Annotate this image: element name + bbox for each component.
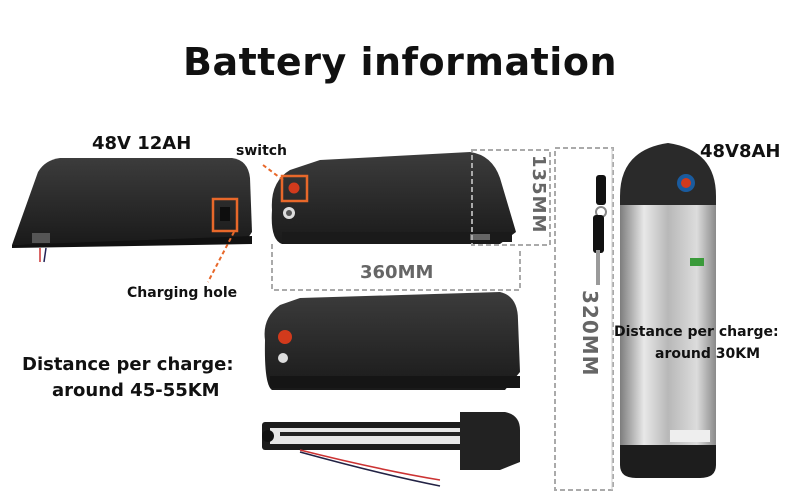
- battery-12ah-side-view: [12, 158, 252, 263]
- switch-pointer: [262, 164, 284, 181]
- switch-button: [288, 182, 300, 194]
- battery-mounting-cradle: [262, 412, 520, 487]
- charging-hole-label: Charging hole: [127, 285, 238, 301]
- charging-port: [220, 207, 230, 221]
- height-dimension-box: [471, 149, 551, 246]
- battery-8ah-bottle: [620, 143, 716, 478]
- battery-8ah-model: 48V8AH: [700, 141, 781, 162]
- distance-12ah-line1: Distance per charge:: [22, 354, 234, 375]
- charging-hole-highlight: [211, 197, 239, 233]
- height-dimension-label: 135MM: [528, 155, 549, 234]
- battery-12ah-front-view: [264, 292, 520, 390]
- charging-hole-pointer: [207, 231, 235, 283]
- battery-12ah-model: 48V 12AH: [92, 133, 192, 154]
- distance-12ah-line2: around 45-55KM: [52, 380, 220, 401]
- battery-12ah-angled-view: [271, 152, 516, 244]
- length-dimension-label: 360MM: [360, 262, 434, 283]
- distance-8ah-line1: Distance per charge:: [614, 324, 779, 340]
- switch-highlight: [280, 174, 309, 203]
- switch-label: switch: [236, 143, 288, 159]
- distance-8ah-line2: around 30KM: [655, 346, 761, 362]
- page-title: Battery information: [183, 40, 617, 84]
- bottle-height-dimension-label: 320MM: [578, 290, 602, 377]
- length-dimension-line: [271, 244, 521, 291]
- bottle-height-dimension-box: [554, 147, 614, 491]
- key-icon: [593, 175, 607, 285]
